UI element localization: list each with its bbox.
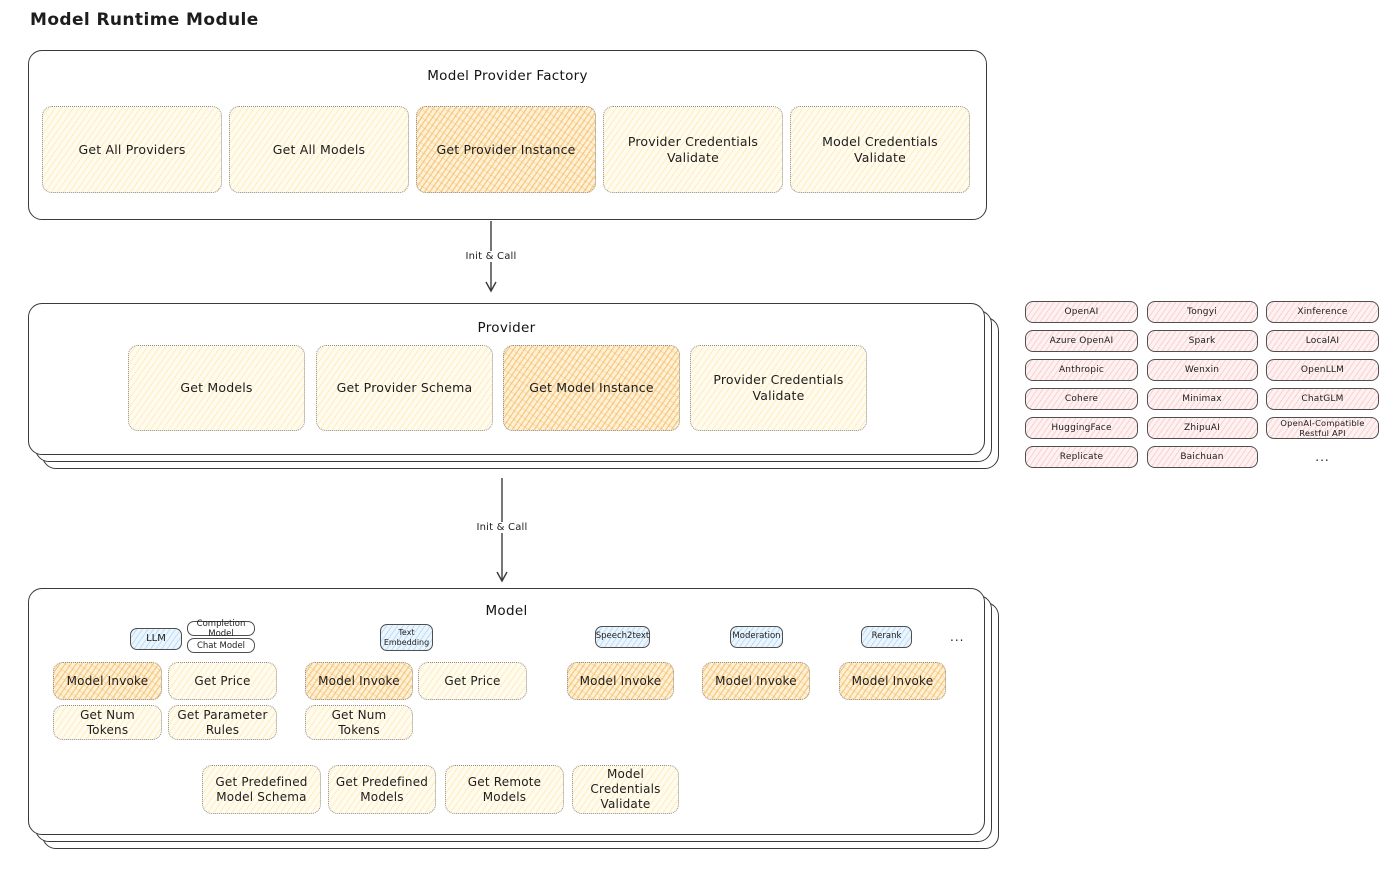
arrow-label-init-call-2: Init & Call xyxy=(462,522,542,533)
model-method-get-parameter-rules: Get Parameter Rules xyxy=(168,705,277,740)
provider-chip: ZhipuAI xyxy=(1146,417,1258,439)
provider-chip: Cohere xyxy=(1025,388,1138,410)
model-method-model-invoke-text-embedding: Model Invoke xyxy=(305,662,413,700)
method-label: Model Credentials Validate xyxy=(822,133,938,165)
model-tags-ellipsis: ... xyxy=(950,630,965,644)
provider-chip: Anthropic xyxy=(1025,359,1138,381)
model-tag-completion-model: Completion Model xyxy=(187,619,255,639)
provider-chip: Replicate xyxy=(1025,446,1138,468)
provider-chip: Minimax xyxy=(1146,388,1258,410)
method-label: Provider Credentials Validate xyxy=(627,133,759,165)
provider-chip: Wenxin xyxy=(1146,359,1258,381)
model-method-model-invoke-moderation: Model Invoke xyxy=(702,662,810,700)
method-label: Get All Models xyxy=(272,141,366,157)
provider-chip: Xinference xyxy=(1266,301,1379,323)
provider-method-get-model-instance: Get Model Instance xyxy=(503,345,680,431)
method-label: Get Models xyxy=(180,380,253,396)
provider-chip: Tongyi xyxy=(1146,301,1258,323)
model-method-model-credentials-validate: Model Credentials Validate xyxy=(572,765,679,814)
page-title: Model Runtime Module xyxy=(30,10,259,30)
model-method-get-num-tokens-text-embedding: Get Num Tokens xyxy=(305,705,413,740)
provider-chip: Azure OpenAI xyxy=(1025,330,1138,352)
method-label: Get Provider Instance xyxy=(436,141,576,157)
factory-method-provider-credentials-validate: Provider Credentials Validate xyxy=(603,106,783,193)
factory-title: Model Provider Factory xyxy=(427,68,588,84)
model-method-get-price-text-embedding: Get Price xyxy=(418,662,527,700)
model-tag-llm: LLM xyxy=(130,628,182,650)
provider-chip: OpenLLM xyxy=(1266,359,1379,381)
provider-chip: Spark xyxy=(1146,330,1258,352)
model-tag-moderation: Moderation xyxy=(730,626,783,648)
model-tag-chat-model: Chat Model xyxy=(187,638,255,653)
model-method-model-invoke-speech2text: Model Invoke xyxy=(567,662,674,700)
method-label: Get Model Instance xyxy=(529,380,654,396)
factory-method-model-credentials-validate: Model Credentials Validate xyxy=(790,106,970,193)
model-title: Model xyxy=(485,603,528,619)
factory-method-get-provider-instance: Get Provider Instance xyxy=(416,106,596,193)
model-method-model-invoke-llm: Model Invoke xyxy=(53,662,162,700)
provider-method-get-provider-schema: Get Provider Schema xyxy=(316,345,493,431)
model-method-get-num-tokens-llm: Get Num Tokens xyxy=(53,705,162,740)
model-method-model-invoke-rerank: Model Invoke xyxy=(839,662,946,700)
model-tag-speech2text: Speech2text xyxy=(595,626,650,648)
model-tag-rerank: Rerank xyxy=(861,626,912,648)
model-method-get-predefined-models: Get Predefined Models xyxy=(328,765,436,814)
method-label: Get Provider Schema xyxy=(336,380,473,396)
factory-method-get-all-models: Get All Models xyxy=(229,106,409,193)
method-label: Provider Credentials Validate xyxy=(713,372,844,403)
provider-title: Provider xyxy=(477,320,536,336)
model-method-get-price-llm: Get Price xyxy=(168,662,277,700)
provider-chip: OpenAI xyxy=(1025,301,1138,323)
method-label: Get All Providers xyxy=(78,141,186,157)
provider-chip: LocalAI xyxy=(1266,330,1379,352)
model-method-get-remote-models: Get Remote Models xyxy=(445,765,564,814)
provider-chip: OpenAI-Compatible Restful API xyxy=(1266,417,1379,439)
provider-list: OpenAI Tongyi Xinference Azure OpenAI Sp… xyxy=(1025,301,1379,468)
provider-method-provider-credentials-validate: Provider Credentials Validate xyxy=(690,345,867,431)
model-tag-text-embedding: Text Embedding xyxy=(380,624,433,651)
provider-method-get-models: Get Models xyxy=(128,345,305,431)
provider-chip: HuggingFace xyxy=(1025,417,1138,439)
arrow-label-init-call-1: Init & Call xyxy=(451,251,531,262)
model-method-get-predefined-model-schema: Get Predefined Model Schema xyxy=(202,765,321,814)
provider-chip: Baichuan xyxy=(1146,446,1258,468)
provider-chip: ChatGLM xyxy=(1266,388,1379,410)
provider-list-ellipsis: ... xyxy=(1315,450,1330,464)
factory-method-get-all-providers: Get All Providers xyxy=(42,106,222,193)
